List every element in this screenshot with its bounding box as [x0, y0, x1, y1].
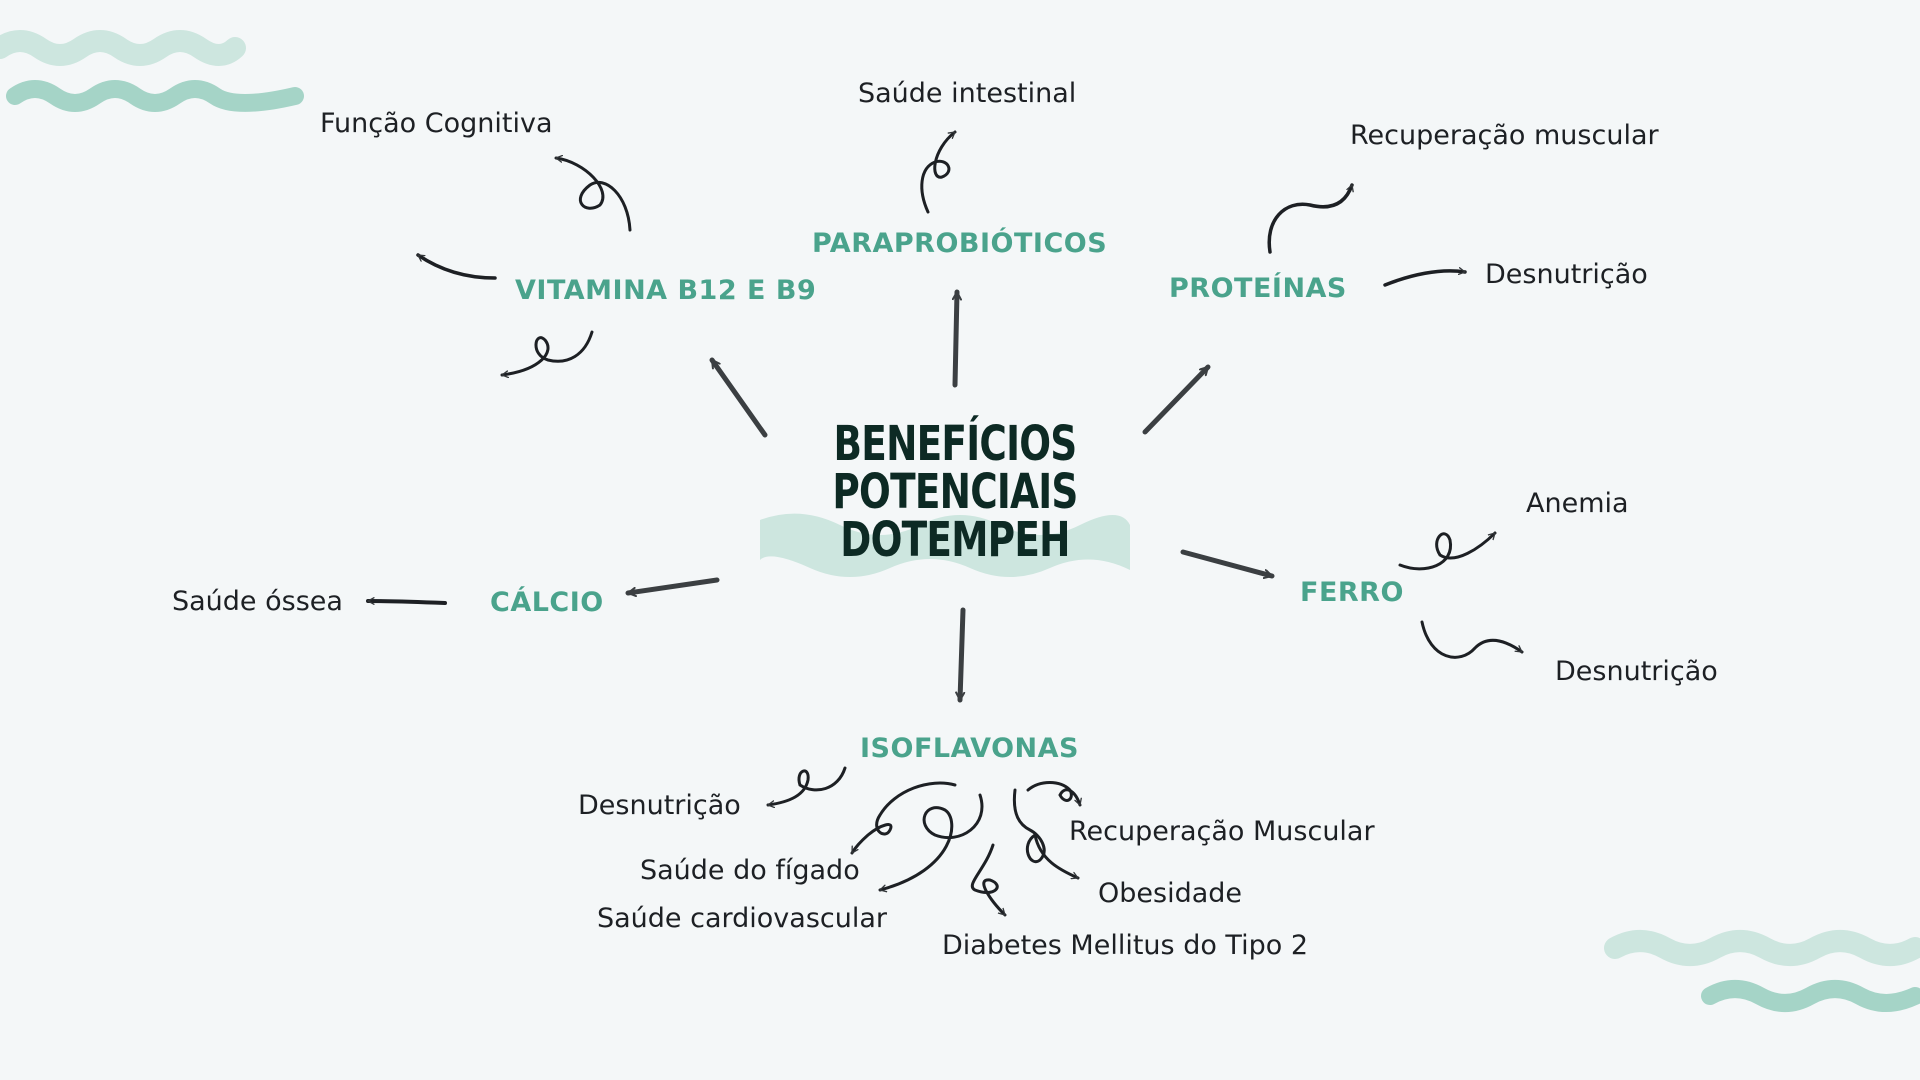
arrow-isoflavonas-diabetes — [970, 843, 1007, 917]
benefit-saude-ossea: Saúde óssea — [172, 586, 343, 617]
category-paraprobioticos: PARAPROBIÓTICOS — [812, 228, 1108, 259]
benefit-desnutricao-isoflavonas: Desnutrição — [578, 790, 741, 821]
category-ferro: FERRO — [1300, 577, 1404, 608]
arrow-to-ferro — [1180, 549, 1275, 576]
category-proteinas: PROTEÍNAS — [1169, 273, 1347, 304]
decorative-wave-top-light — [0, 30, 246, 66]
arrow-vitamina-left — [416, 253, 497, 280]
arrow-to-paraprobioticos — [955, 289, 957, 388]
arrow-isoflavonas-obesidade — [1012, 788, 1046, 864]
arrow-to-calcio — [625, 577, 720, 593]
arrow-isoflavonas-obesidade-tail — [1033, 833, 1080, 880]
benefit-desnutricao-proteinas: Desnutrição — [1485, 259, 1648, 290]
decorative-wave-bottom-light — [1604, 930, 1920, 966]
decorative-wave-bottom-dark — [1701, 980, 1920, 1012]
benefit-funcao-cognitiva: Função Cognitiva — [320, 108, 553, 139]
center-title-line-1: BENEFÍCIOS — [833, 416, 1078, 472]
arrow-paraprobioticos-intestinal — [920, 130, 957, 214]
center-wave-highlight — [760, 513, 1130, 577]
center-title-line-2: POTENCIAIS — [832, 464, 1078, 520]
benefit-recuperacao-muscular-isoflavonas: Recuperação Muscular — [1069, 816, 1375, 847]
arrow-vitamina-cognitiva — [554, 154, 632, 232]
arrow-to-vitamina — [709, 357, 768, 438]
benefit-saude-figado: Saúde do fígado — [640, 855, 860, 886]
benefit-saude-cardiovascular: Saúde cardiovascular — [597, 903, 887, 934]
arrow-to-proteinas — [1142, 364, 1211, 435]
benefit-desnutricao-ferro: Desnutrição — [1555, 656, 1718, 687]
category-vitamina: VITAMINA B12 E B9 — [515, 275, 817, 306]
category-calcio: CÁLCIO — [490, 587, 604, 618]
center-title: BENEFÍCIOS POTENCIAIS DOTEMPEH — [826, 420, 1083, 564]
category-isoflavonas: ISOFLAVONAS — [860, 733, 1079, 764]
arrow-proteinas-desnutricao — [1383, 267, 1467, 287]
arrow-isoflavonas-recuperacao — [1026, 781, 1082, 807]
benefit-diabetes: Diabetes Mellitus do Tipo 2 — [942, 930, 1309, 961]
arrow-to-isoflavonas — [960, 607, 966, 703]
arrow-isoflavonas-desnutricao — [766, 766, 847, 809]
benefit-obesidade: Obesidade — [1098, 878, 1243, 909]
arrow-isoflavonas-cardiovascular — [878, 793, 984, 893]
arrow-calcio-ossea — [366, 597, 447, 606]
center-title-line-3: DOTEMPEH — [840, 512, 1070, 568]
arrow-isoflavonas-figado — [850, 781, 957, 855]
benefit-anemia: Anemia — [1526, 488, 1629, 519]
arrow-ferro-anemia — [1398, 531, 1497, 571]
arrow-ferro-desnutricao — [1420, 620, 1524, 659]
benefit-recuperacao-muscular: Recuperação muscular — [1350, 120, 1659, 151]
benefit-saude-intestinal: Saúde intestinal — [858, 78, 1077, 109]
decorative-wave-top-dark — [6, 80, 304, 112]
arrow-vitamina-down — [500, 330, 594, 379]
arrow-proteinas-recuperacao — [1267, 183, 1354, 254]
